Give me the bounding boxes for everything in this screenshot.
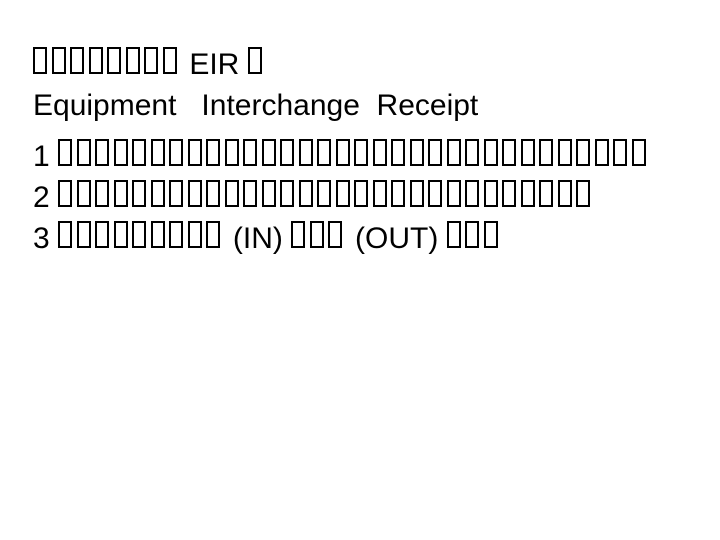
missing-glyph-box xyxy=(169,180,184,207)
missing-glyph-box xyxy=(291,221,306,248)
missing-glyph-box xyxy=(409,180,424,207)
missing-glyph-box xyxy=(88,47,103,74)
missing-glyph-box xyxy=(113,221,128,248)
text-segment: (OUT) xyxy=(346,222,447,255)
missing-glyph-box xyxy=(169,139,184,166)
missing-glyph-box xyxy=(631,139,646,166)
text-segment: EIR xyxy=(181,48,248,81)
missing-glyph-box xyxy=(446,221,461,248)
missing-glyph-box xyxy=(465,139,480,166)
missing-glyph-box xyxy=(465,221,480,248)
missing-glyph-box xyxy=(328,221,343,248)
missing-glyph-box xyxy=(76,180,91,207)
missing-glyph-box xyxy=(298,180,313,207)
missing-glyph-box xyxy=(335,180,350,207)
missing-glyph-box xyxy=(409,139,424,166)
missing-glyph-box xyxy=(95,221,110,248)
missing-glyph-box xyxy=(354,139,369,166)
missing-glyph-box xyxy=(465,180,480,207)
missing-glyph-box xyxy=(576,139,591,166)
missing-glyph-box xyxy=(95,139,110,166)
missing-glyph-box xyxy=(132,221,147,248)
missing-glyph-box xyxy=(58,180,73,207)
missing-glyph-box xyxy=(113,139,128,166)
text-segment: 1 xyxy=(33,140,59,173)
missing-glyph-box xyxy=(144,47,158,74)
missing-glyph-box xyxy=(33,47,47,74)
text-segment: 2 xyxy=(33,181,59,214)
missing-glyph-box xyxy=(391,180,406,207)
missing-glyph-box xyxy=(309,221,324,248)
missing-glyph-box xyxy=(113,180,128,207)
missing-glyph-box xyxy=(576,180,591,207)
missing-glyph-box xyxy=(613,139,628,166)
list-item-1: 1 xyxy=(33,136,650,177)
missing-glyph-box xyxy=(206,221,221,248)
missing-glyph-box xyxy=(520,139,535,166)
missing-glyph-box xyxy=(502,139,517,166)
slide-text-block: EIR Equipment Interchange Receipt 1 2 3 (… xyxy=(0,0,650,259)
missing-glyph-box xyxy=(107,47,121,74)
missing-glyph-box xyxy=(132,139,147,166)
missing-glyph-box xyxy=(372,180,387,207)
missing-glyph-box xyxy=(502,180,517,207)
missing-glyph-box xyxy=(280,180,295,207)
missing-glyph-box xyxy=(483,139,498,166)
missing-glyph-box xyxy=(483,180,498,207)
missing-glyph-box xyxy=(247,47,262,74)
missing-glyph-box xyxy=(539,180,554,207)
missing-glyph-box xyxy=(76,139,91,166)
text-segment: (IN) xyxy=(224,222,292,255)
title-line: EIR xyxy=(33,44,650,85)
missing-glyph-box xyxy=(520,180,535,207)
missing-glyph-box xyxy=(428,180,443,207)
missing-glyph-box xyxy=(446,139,461,166)
missing-glyph-box xyxy=(317,139,332,166)
missing-glyph-box xyxy=(58,139,73,166)
missing-glyph-box xyxy=(150,180,165,207)
missing-glyph-box xyxy=(557,139,572,166)
missing-glyph-box xyxy=(354,180,369,207)
missing-glyph-box xyxy=(261,180,276,207)
missing-glyph-box xyxy=(224,139,239,166)
missing-glyph-box xyxy=(187,180,202,207)
missing-glyph-box xyxy=(280,139,295,166)
missing-glyph-box xyxy=(132,180,147,207)
text-segment: 3 xyxy=(33,222,59,255)
missing-glyph-box xyxy=(483,221,498,248)
missing-glyph-box xyxy=(76,221,91,248)
missing-glyph-box xyxy=(58,221,73,248)
subtitle-line: Equipment Interchange Receipt xyxy=(33,85,650,126)
missing-glyph-box xyxy=(206,139,221,166)
missing-glyph-box xyxy=(557,180,572,207)
missing-glyph-box xyxy=(224,180,239,207)
missing-glyph-box xyxy=(95,180,110,207)
missing-glyph-box xyxy=(162,47,177,74)
missing-glyph-box xyxy=(243,180,258,207)
list-item-3: 3 (IN) (OUT) xyxy=(33,218,650,259)
missing-glyph-box xyxy=(51,47,66,74)
missing-glyph-box xyxy=(594,139,609,166)
missing-glyph-box xyxy=(372,139,387,166)
text-segment: Equipment Interchange Receipt xyxy=(33,89,479,122)
missing-glyph-box xyxy=(150,221,165,248)
list-item-2: 2 xyxy=(33,177,650,218)
missing-glyph-box xyxy=(317,180,332,207)
missing-glyph-box xyxy=(70,47,84,74)
missing-glyph-box xyxy=(206,180,221,207)
missing-glyph-box xyxy=(539,139,554,166)
missing-glyph-box xyxy=(169,221,184,248)
missing-glyph-box xyxy=(298,139,313,166)
missing-glyph-box xyxy=(187,139,202,166)
missing-glyph-box xyxy=(428,139,443,166)
missing-glyph-box xyxy=(335,139,350,166)
missing-glyph-box xyxy=(187,221,202,248)
missing-glyph-box xyxy=(243,139,258,166)
missing-glyph-box xyxy=(261,139,276,166)
missing-glyph-box xyxy=(446,180,461,207)
missing-glyph-box xyxy=(150,139,165,166)
missing-glyph-box xyxy=(391,139,406,166)
missing-glyph-box xyxy=(125,47,140,74)
